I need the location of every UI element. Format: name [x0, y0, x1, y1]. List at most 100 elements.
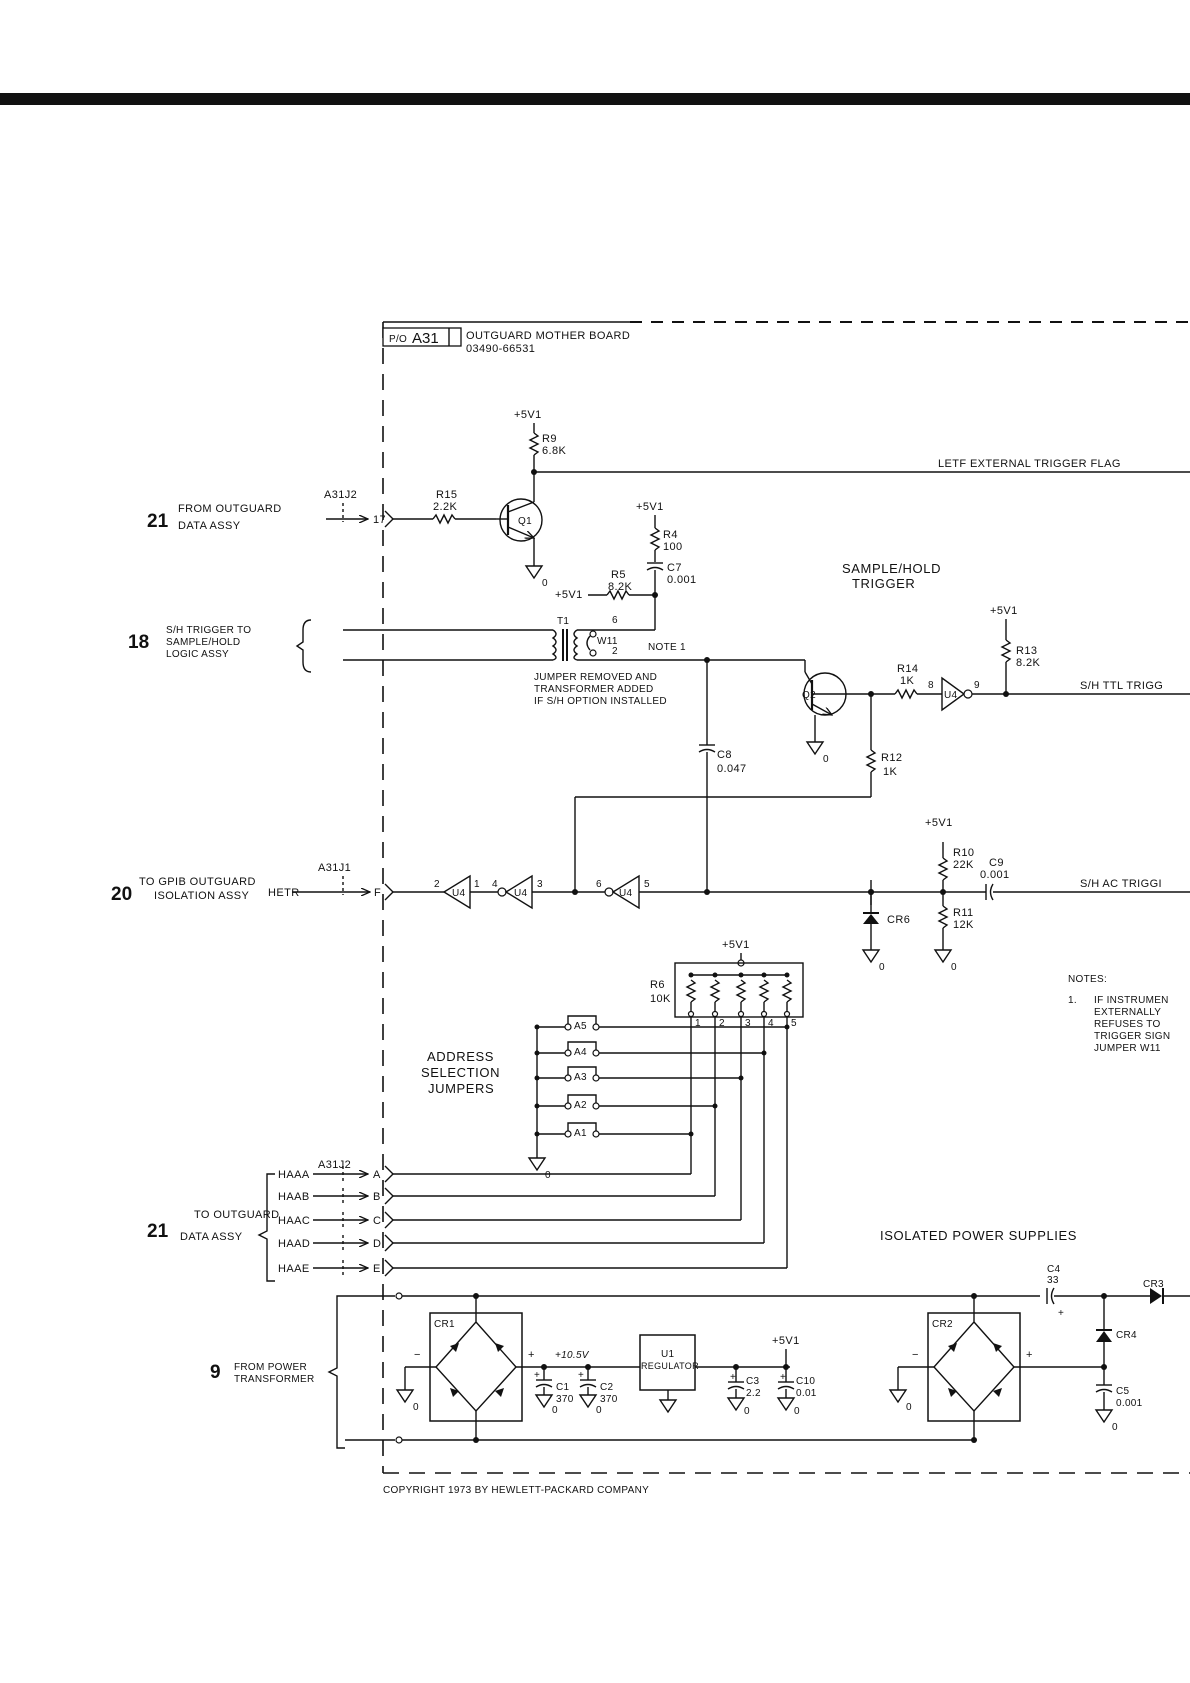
jumper-note-1: JUMPER REMOVED AND: [534, 672, 657, 683]
r9-value: 6.8K: [542, 445, 566, 457]
jumper-a3: A3: [574, 1072, 587, 1083]
r6-pin-1: 1: [695, 1018, 701, 1029]
c3-ref: C3: [746, 1376, 760, 1387]
r15-value: 2.2K: [433, 501, 457, 513]
jumper-a2: A2: [574, 1100, 587, 1111]
r14-ref: R14: [897, 663, 918, 675]
pin-A: A: [373, 1169, 381, 1181]
r4-value: 100: [663, 541, 683, 553]
q2-ref: Q2: [802, 690, 816, 701]
jumper-a5: A5: [574, 1021, 587, 1032]
svg-text:+: +: [780, 1372, 786, 1383]
sh-ac-trigger-label: S/H AC TRIGGI: [1080, 878, 1162, 890]
plus5v-label-r13: +5V1: [990, 605, 1018, 617]
rail-10-5v-label: +10.5V: [555, 1350, 590, 1361]
r6-pin-3: 3: [745, 1018, 751, 1029]
svg-text:0: 0: [906, 1402, 912, 1413]
c2-value: 370: [600, 1394, 618, 1405]
r4-resistor: [649, 527, 661, 551]
svg-text:−: −: [912, 1349, 919, 1361]
note-1-line-4: TRIGGER SIGN: [1094, 1031, 1170, 1042]
jumper-note-3: IF S/H OPTION INSTALLED: [534, 696, 667, 707]
r14-value: 1K: [900, 675, 915, 687]
addr-signal-haad: HAAD: [278, 1238, 310, 1250]
pin-B: B: [373, 1191, 381, 1203]
svg-text:5: 5: [644, 879, 650, 890]
svg-text:0: 0: [879, 962, 885, 973]
c4-value: 33: [1047, 1275, 1059, 1286]
note-1-line-3: REFUSES TO: [1094, 1019, 1161, 1030]
r6-ref: R6: [650, 979, 665, 991]
jumper-a1: A1: [574, 1128, 587, 1139]
r10-ref: R10: [953, 847, 974, 859]
board-name: OUTGUARD MOTHER BOARD: [466, 330, 630, 342]
copyright-line: COPYRIGHT 1973 BY HEWLETT-PACKARD COMPAN…: [383, 1485, 649, 1496]
svg-text:4: 4: [492, 879, 498, 890]
svg-text:2: 2: [434, 879, 440, 890]
offsheet-9-line1: FROM POWER: [234, 1362, 307, 1373]
q1-ground-symbol: [524, 565, 544, 580]
c1-value: 370: [556, 1394, 574, 1405]
svg-text:+: +: [1058, 1308, 1064, 1319]
sample-hold-title-1: SAMPLE/HOLD: [842, 561, 941, 576]
board-tag-id: A31: [412, 330, 439, 347]
cr3-diode: [1150, 1288, 1162, 1304]
board-tag-prefix: P/O: [389, 334, 407, 345]
plus5v-label-r6: +5V1: [722, 939, 750, 951]
sample-hold-title-2: TRIGGER: [852, 576, 915, 591]
u4-pin8: 8: [928, 680, 934, 691]
r6-pin-5: 5: [791, 1018, 797, 1029]
r11-value: 12K: [953, 919, 974, 931]
r13-ref: R13: [1016, 645, 1037, 657]
cr6-diode: [863, 914, 879, 924]
top-border-bar: [0, 93, 1190, 105]
svg-text:0: 0: [596, 1405, 602, 1416]
conn-a31j1: A31J1: [318, 862, 351, 874]
cr2-ref: CR2: [932, 1319, 953, 1330]
offsheet-21-bottom-line1: TO OUTGUARD: [194, 1209, 279, 1221]
cr1-ground-symbol: [395, 1389, 415, 1404]
board-tag: [382, 327, 462, 347]
u1-ground-symbol: [658, 1399, 678, 1414]
cr3-ref: CR3: [1143, 1279, 1164, 1290]
r14-resistor: [894, 688, 918, 700]
r9-resistor: [528, 432, 540, 456]
offsheet-20-line1: TO GPIB OUTGUARD: [139, 876, 256, 888]
r5-resistor: [606, 589, 630, 601]
u4-pin9: 9: [974, 680, 980, 691]
plus5v-label-r9: +5V1: [514, 409, 542, 421]
r11-ground-symbol: [933, 949, 953, 964]
svg-text:+: +: [1026, 1349, 1033, 1361]
sh-ttl-trigger-label: S/H TTL TRIGG: [1080, 680, 1163, 692]
u1-value: REGULATOR: [641, 1361, 699, 1371]
c4-ref: C4: [1047, 1264, 1061, 1275]
cr6-ground-symbol: [861, 949, 881, 964]
offsheet-9-num: 9: [210, 1362, 221, 1383]
t1-ref: T1: [557, 616, 569, 627]
svg-text:0: 0: [545, 1170, 551, 1181]
address-title-2: SELECTION: [421, 1065, 500, 1080]
offsheet-21-top-num: 21: [147, 511, 169, 532]
c3-capacitor: [726, 1367, 746, 1412]
svg-text:0: 0: [951, 962, 957, 973]
note-1-ref: NOTE 1: [648, 642, 686, 653]
svg-text:0: 0: [552, 1405, 558, 1416]
c7-value: 0.001: [667, 574, 697, 586]
svg-text:6: 6: [596, 879, 602, 890]
svg-text:U4: U4: [619, 888, 633, 899]
hetr-signal-label: HETR: [268, 887, 300, 899]
board-part-number: 03490-66531: [466, 343, 535, 355]
svg-text:+: +: [528, 1349, 535, 1361]
svg-text:0: 0: [413, 1402, 419, 1413]
q1-ref: Q1: [518, 516, 532, 527]
pin-F: F: [374, 887, 381, 899]
cr4-diode: [1096, 1331, 1112, 1342]
note-1-number: 1.: [1068, 995, 1077, 1006]
q2-ground-symbol: [805, 741, 825, 756]
address-ground-symbol: [527, 1157, 547, 1172]
r15-resistor: [432, 513, 456, 525]
r5-value: 8.2K: [608, 581, 632, 593]
plus5v-label-r5: +5V1: [555, 589, 583, 601]
